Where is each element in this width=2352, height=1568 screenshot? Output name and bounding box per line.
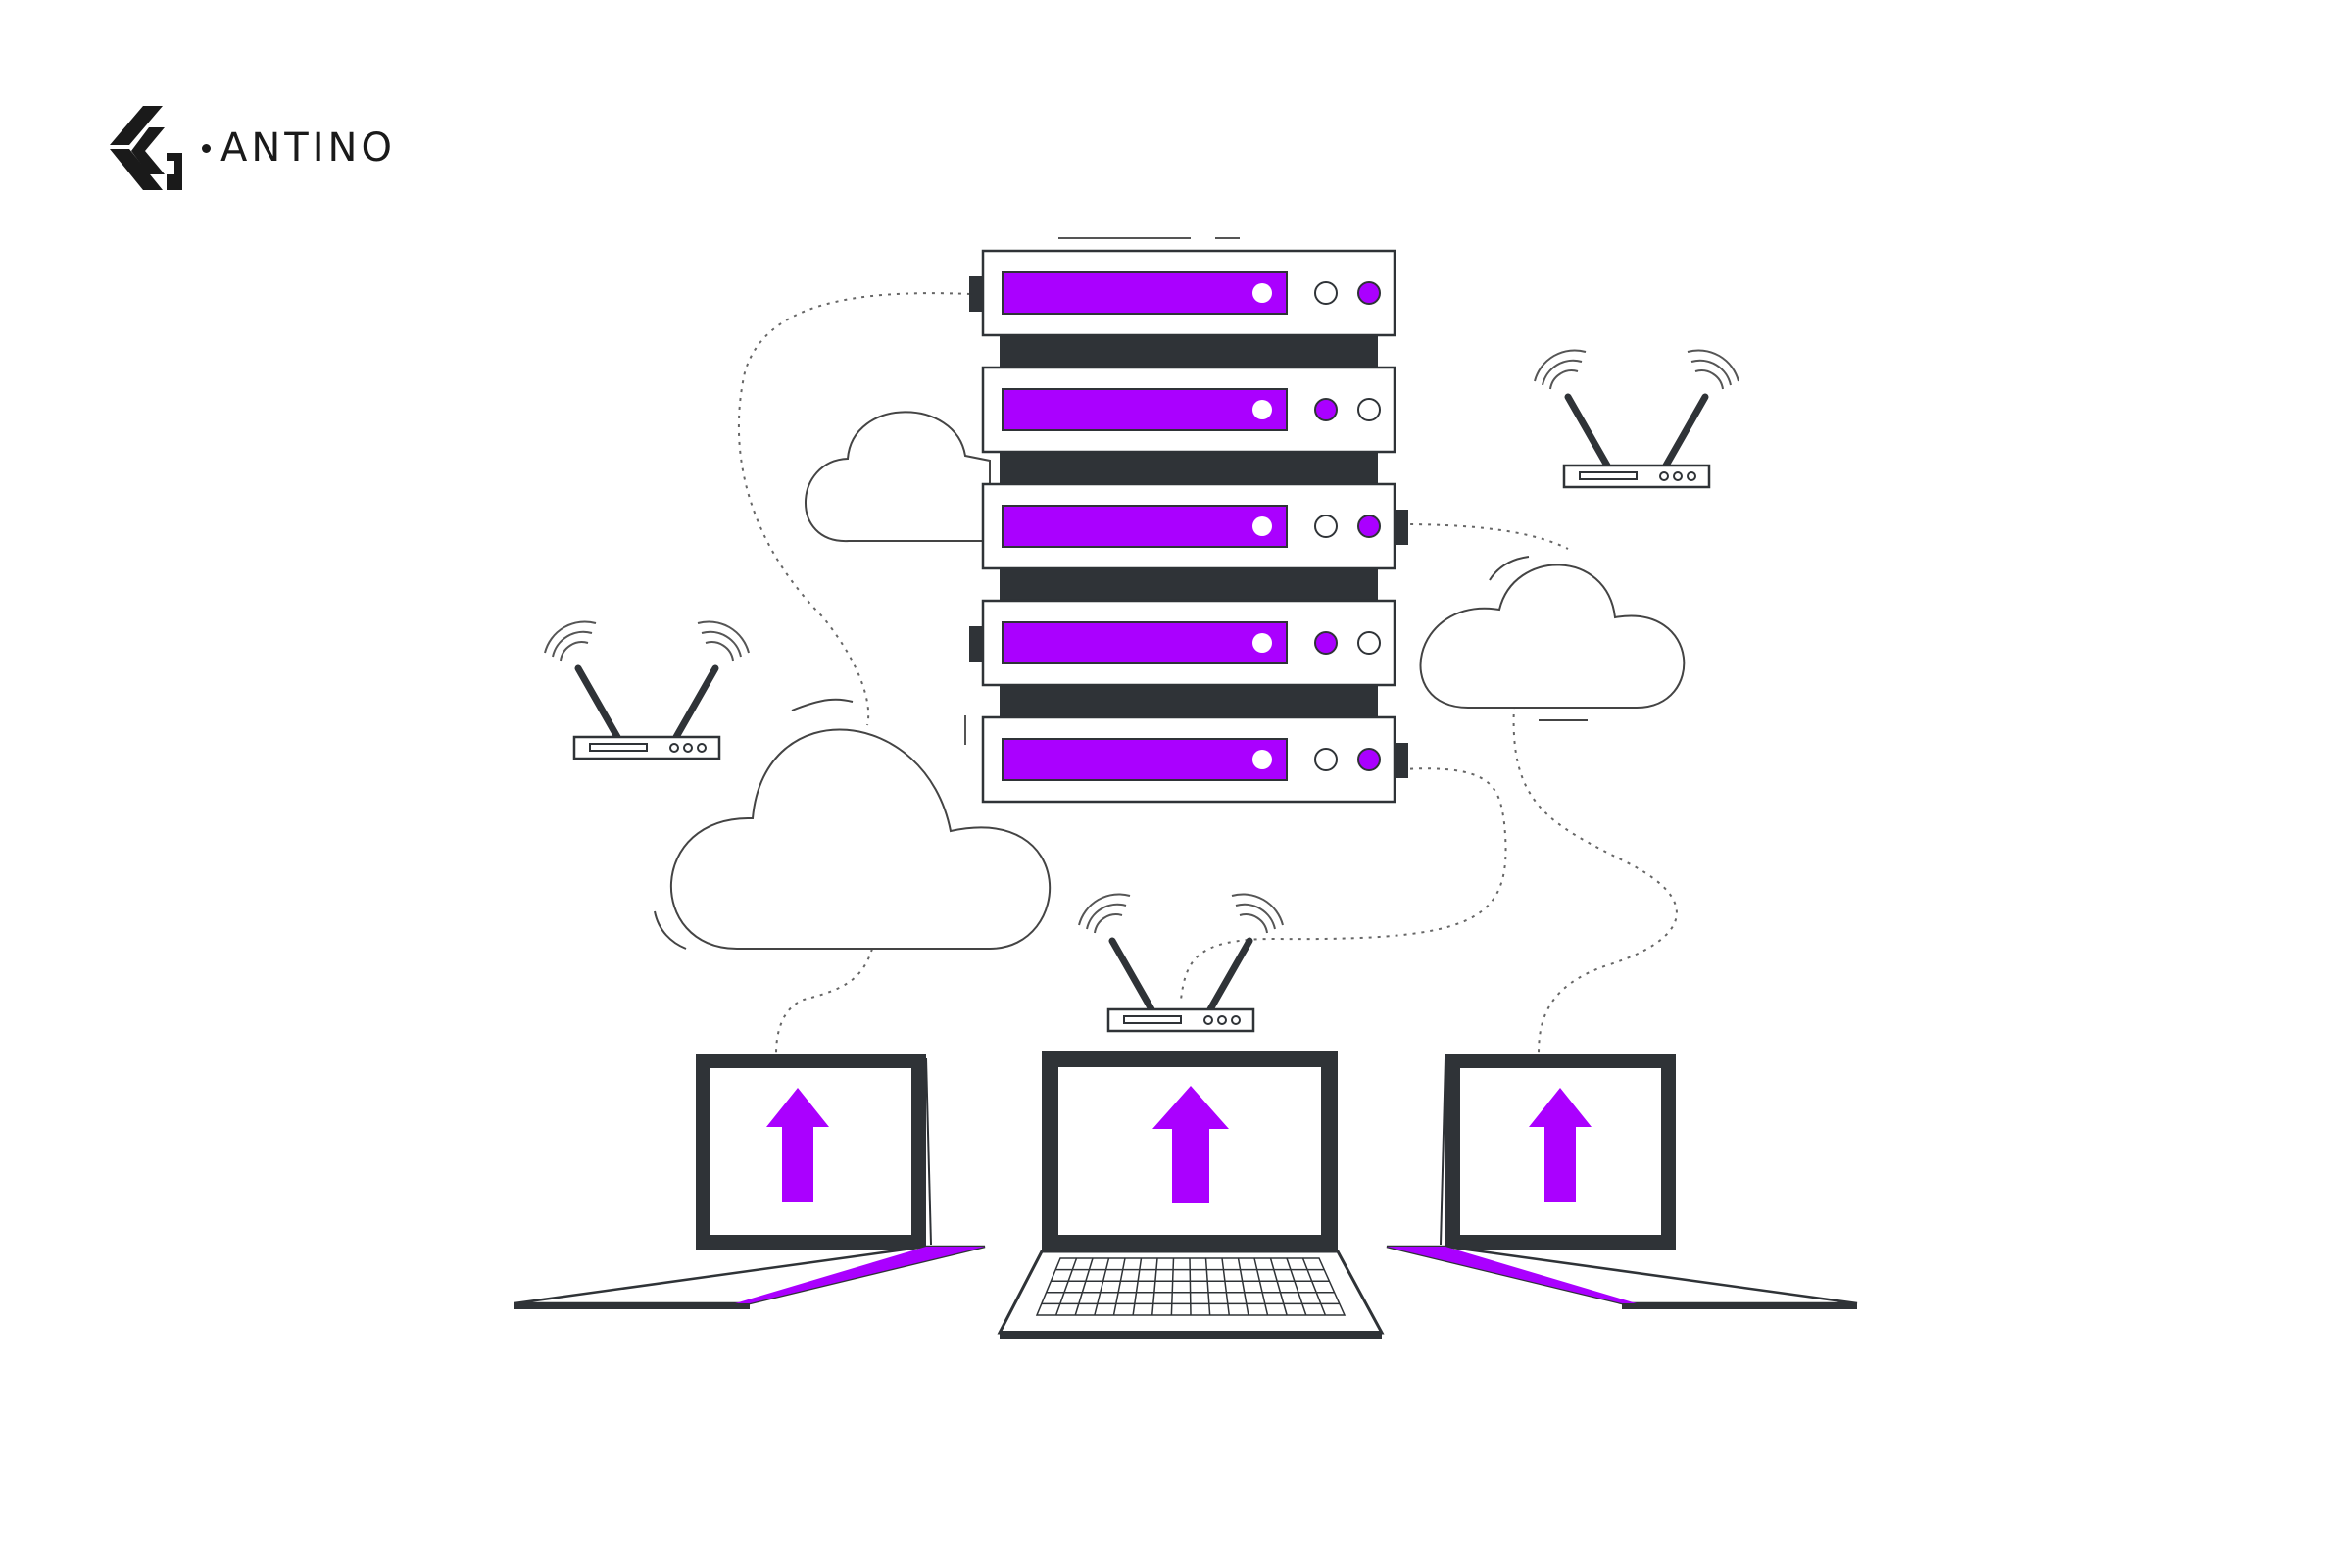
server-unit <box>981 366 1396 454</box>
server-unit <box>981 715 1408 804</box>
upload-arrow-icon <box>1152 1086 1229 1203</box>
rack-spacer <box>1000 685 1378 717</box>
cloud-icon <box>1419 556 1686 721</box>
wifi-router-icon <box>545 621 749 759</box>
rack-spacer <box>1000 568 1378 601</box>
keyboard <box>1035 1257 1347 1316</box>
upload-arrow-icon <box>766 1088 829 1202</box>
brand-name: ANTINO <box>220 125 396 171</box>
upload-arrow-icon <box>1529 1088 1592 1202</box>
laptop-center <box>997 1051 1385 1339</box>
network-cables <box>738 292 1678 1054</box>
rack-spacer <box>1000 452 1378 484</box>
server-rack <box>969 249 1408 804</box>
brand-separator-dot <box>202 143 211 153</box>
server-unit <box>981 482 1408 570</box>
brand-logo: ANTINO <box>110 106 396 190</box>
antino-logo-icon <box>110 106 182 190</box>
cloud-icon <box>654 698 1052 950</box>
cloud-icon <box>805 411 991 543</box>
wifi-router-icon <box>1535 350 1739 487</box>
laptop-right <box>1386 1054 1858 1309</box>
wifi-router-icon <box>1079 894 1283 1031</box>
server-unit <box>969 599 1396 687</box>
server-unit <box>969 249 1396 337</box>
rack-spacer <box>1000 335 1378 368</box>
laptop-left <box>514 1054 986 1309</box>
